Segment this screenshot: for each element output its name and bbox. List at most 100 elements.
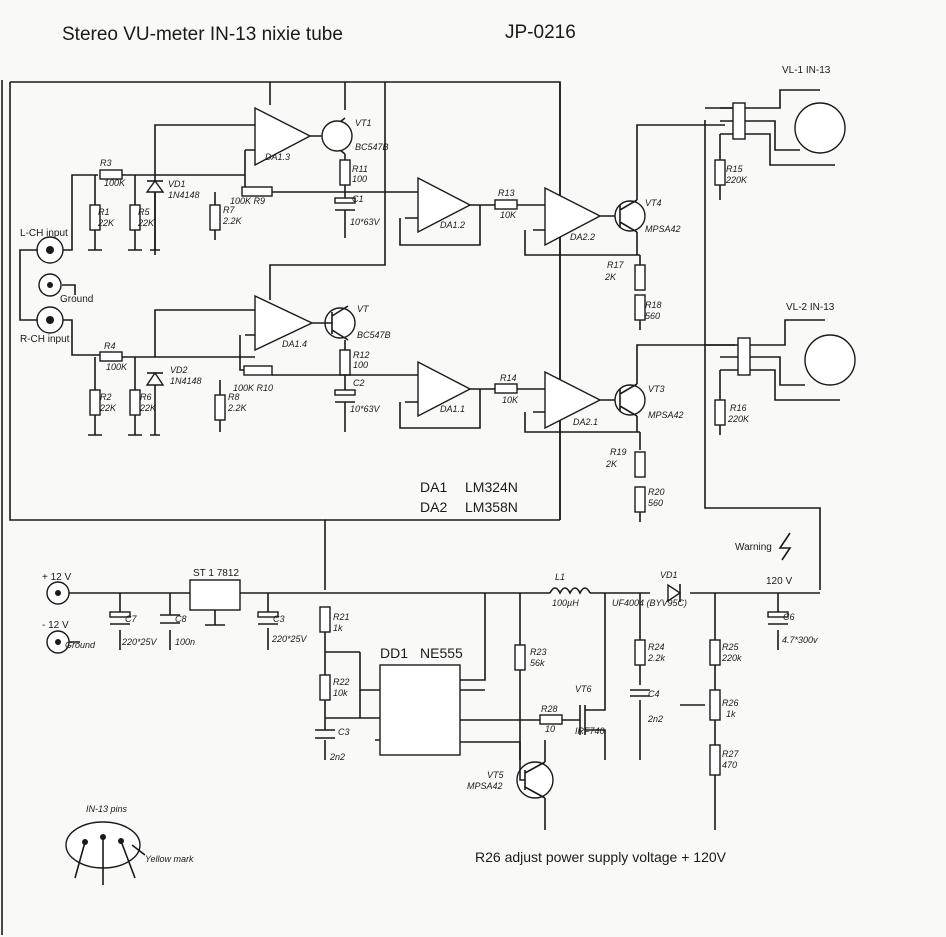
c2-label: C2: [353, 378, 365, 388]
vt2-value: BC547B: [357, 330, 391, 340]
da22-driver-left: [524, 124, 725, 330]
r12-value: 100: [353, 360, 368, 370]
rch-input-label: R-CH input: [20, 334, 70, 345]
r4-value: 100K: [106, 362, 128, 372]
vl1-nixie-tube: [714, 89, 846, 200]
plus12-label: + 12 V: [42, 572, 72, 583]
c8-value: 100n: [175, 637, 195, 647]
r24-value: 2.2k: [647, 653, 666, 663]
ne555-boost-section: [315, 593, 721, 830]
schematic-title: Stereo VU-meter IN-13 nixie tube: [62, 24, 343, 45]
c3b-label: C3: [338, 727, 350, 737]
r16-label: R16: [730, 403, 747, 413]
c2-value: 10*63V: [350, 404, 381, 414]
r21-label: R21: [333, 612, 350, 622]
warning-label: Warning: [735, 542, 772, 553]
da21-label: DA2.1: [573, 417, 598, 427]
r2-label: R2: [100, 392, 112, 402]
vt6-value: IRF740: [575, 726, 605, 736]
ic2-name: DA2: [420, 499, 447, 515]
hv-label: 120 V: [766, 576, 792, 587]
c3-value: 220*25V: [271, 634, 308, 644]
r20-label: R20: [648, 487, 665, 497]
dd1-value: NE555: [420, 645, 463, 661]
r12-label: R12: [353, 350, 370, 360]
r22-label: R22: [333, 677, 350, 687]
vt1-label: VT1: [355, 118, 372, 128]
r10-label: 100K R10: [233, 383, 273, 393]
r23-value: 56k: [530, 658, 545, 668]
c6-label: C6: [783, 612, 795, 622]
r18-label: R18: [645, 300, 662, 310]
vd1-value: 1N4148: [168, 190, 200, 200]
vd2-value: 1N4148: [170, 376, 202, 386]
da11-buffer: [399, 360, 545, 429]
r27-label: R27: [722, 749, 740, 759]
ground2-label: Ground: [65, 640, 96, 650]
left-channel-input-stage: [88, 106, 418, 255]
c7-label: C7: [125, 614, 137, 624]
r15-label: R15: [726, 164, 744, 174]
c1-value: 10*63V: [350, 217, 381, 227]
l1-label: L1: [555, 572, 565, 582]
vt2-label: VT: [357, 304, 370, 314]
minus12-label: - 12 V: [42, 620, 69, 631]
dd1-label: DD1: [380, 645, 408, 661]
vt4-value: MPSA42: [645, 224, 681, 234]
r8-value: 2.2K: [227, 403, 248, 413]
ic1-name: DA1: [420, 479, 447, 495]
ic1-part: LM324N: [465, 479, 518, 495]
r27-value: 470: [722, 760, 737, 770]
right-channel-input-stage: [88, 294, 418, 436]
hv-bus: [704, 107, 821, 590]
schematic-code: JP-0216: [505, 22, 576, 43]
da12-buffer: [399, 176, 545, 246]
in13-pins-title: IN-13 pins: [86, 804, 128, 814]
r22-value: 10k: [333, 688, 348, 698]
da22-label: DA2.2: [570, 232, 595, 242]
r28-label: R28: [541, 704, 558, 714]
c3b-value: 2n2: [329, 752, 345, 762]
st1-label: ST 1 7812: [193, 568, 239, 579]
vt3-label: VT3: [648, 384, 665, 394]
lch-input-label: L-CH input: [20, 228, 68, 239]
da11-label: DA1.1: [440, 404, 465, 414]
r25-label: R25: [722, 642, 740, 652]
r23-label: R23: [530, 647, 547, 657]
vt1-value: BC547B: [355, 142, 389, 152]
c4-label: C4: [648, 689, 660, 699]
c8-label: C8: [175, 614, 187, 624]
r5-label: R5: [138, 207, 150, 217]
vt3-value: MPSA42: [648, 410, 684, 420]
r6-label: R6: [140, 392, 152, 402]
r24-label: R24: [648, 642, 665, 652]
da12-label: DA1.2: [440, 220, 465, 230]
r8-label: R8: [228, 392, 240, 402]
da13-label: DA1.3: [265, 152, 290, 162]
vd1-label: VD1: [168, 179, 186, 189]
c1-label: C1: [352, 194, 364, 204]
r26-adjust-note: R26 adjust power supply voltage + 120V: [475, 849, 727, 865]
r20-value: 560: [648, 498, 663, 508]
vt5-value: MPSA42: [467, 781, 503, 791]
r26-label: R26: [722, 698, 739, 708]
r2-value: 22K: [99, 403, 117, 413]
vd1hv-label: VD1: [660, 570, 678, 580]
r14-value: 10K: [502, 395, 519, 405]
l1-value: 100µH: [552, 598, 579, 608]
vl2-nixie-tube: [705, 319, 856, 435]
c4-value: 2n2: [647, 714, 663, 724]
r21-value: 1k: [333, 623, 343, 633]
r11-value: 100: [352, 174, 367, 184]
c6-value: 4.7*300v: [782, 635, 818, 645]
r13-value: 10K: [500, 210, 517, 220]
r19-value: 2K: [605, 459, 618, 469]
vd2-label: VD2: [170, 365, 188, 375]
r19-label: R19: [610, 447, 627, 457]
r5-value: 22K: [137, 218, 155, 228]
r15-value: 220K: [725, 175, 748, 185]
r26-value: 1k: [726, 709, 736, 719]
r17-label: R17: [607, 260, 625, 270]
